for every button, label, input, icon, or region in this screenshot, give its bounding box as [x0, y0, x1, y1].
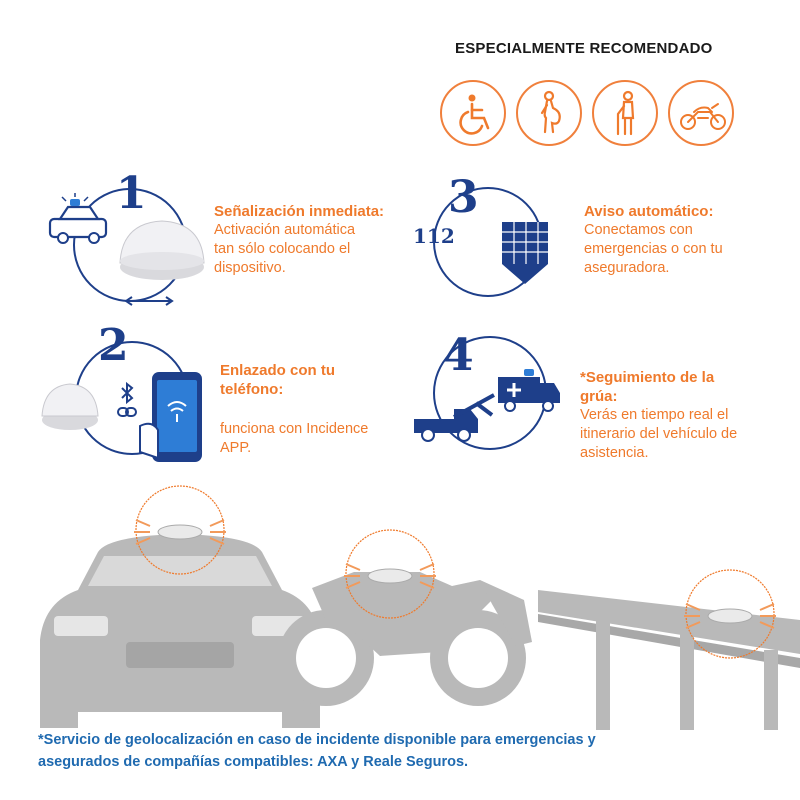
guardrail-silhouette	[538, 590, 800, 730]
motorbike-silhouette	[278, 572, 532, 706]
step-1-number: 1	[116, 168, 147, 219]
step-4-desc: Verás en tiempo real el itinerario del v…	[580, 407, 738, 461]
database-server-icon	[502, 222, 548, 284]
beacon-highlight-motorbike	[345, 529, 435, 619]
pregnant-woman-icon	[516, 80, 582, 146]
ambulance-icon	[498, 369, 560, 412]
geolocation-disclaimer: *Servicio de geolocalización en caso de …	[38, 732, 596, 770]
motorcycle-icon	[668, 80, 734, 146]
step-1-graphic	[48, 188, 205, 306]
step-4-graphic	[414, 336, 560, 450]
step-4-title: *Seguimiento de la grúa:	[580, 369, 715, 405]
step-3-title: Aviso automático:	[584, 203, 714, 220]
link-icon	[117, 407, 137, 417]
emergency-number-label: 112	[413, 224, 455, 248]
car-silhouette	[40, 534, 320, 728]
step-1-title: Señalización inmediata:	[214, 203, 385, 220]
step-3-desc: Conectamos con emergencias o con tu aseg…	[584, 222, 723, 276]
recommended-title: ESPECIALMENTE RECOMENDADO	[455, 40, 713, 57]
beacon-highlight-car	[135, 485, 225, 575]
beacon-lights	[134, 519, 776, 629]
vehicles-illustration	[40, 485, 800, 730]
step-3-graphic	[433, 187, 548, 297]
tow-truck-icon	[414, 393, 495, 442]
step-4-number: 4	[443, 330, 474, 381]
beacon-device-icon	[119, 220, 205, 280]
car-icon	[48, 193, 108, 244]
step-2-desc: funciona con Incidence APP.	[220, 421, 369, 456]
step-2-title: Enlazado con tu teléfono:	[220, 362, 336, 398]
beacon-highlight-guardrail	[685, 569, 775, 659]
step-3-number: 3	[448, 172, 479, 223]
wheelchair-icon	[440, 80, 506, 146]
beacon-device-icon	[41, 383, 99, 430]
step-2-number: 2	[98, 320, 129, 371]
smartphone-icon	[139, 372, 202, 462]
elderly-person-icon	[592, 80, 658, 146]
step-1-desc: Activación automática tan sólo colocando…	[214, 222, 356, 276]
bluetooth-icon	[121, 381, 134, 405]
step-2-graphic	[41, 341, 202, 462]
